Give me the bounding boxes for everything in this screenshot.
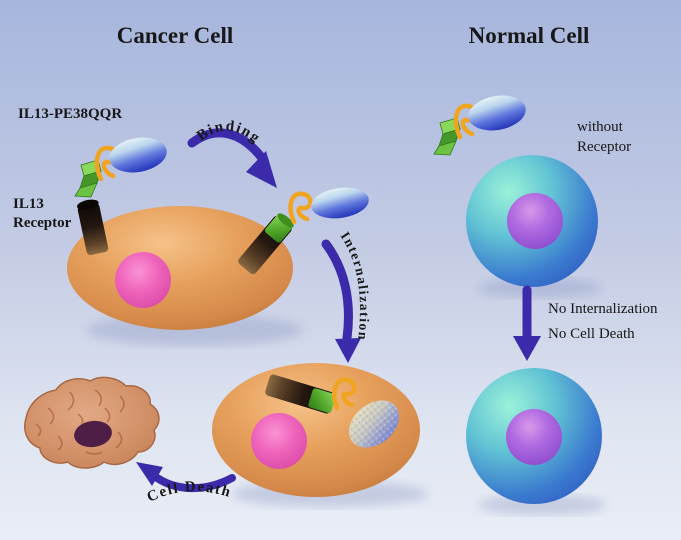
il13-receptor [77, 199, 109, 255]
cancer-cell-body [67, 206, 293, 330]
cell-death-arrow [136, 462, 236, 493]
without-receptor-label: without Receptor [577, 119, 631, 155]
cancer-cell2-nucleus [251, 413, 307, 469]
no-cell-death-label: No Cell Death [548, 326, 635, 342]
no-internalization-arrow [513, 285, 541, 361]
bound-toxin [288, 187, 369, 225]
svg-text:IL13: IL13 [13, 196, 44, 212]
dead-cell-nucleus [74, 420, 112, 448]
il13-receptor-bound [238, 213, 294, 275]
svg-text:Receptor: Receptor [577, 139, 631, 155]
binding-arrow [187, 128, 277, 188]
normal-cell-nucleus [507, 193, 563, 249]
internalized-receptor [265, 374, 336, 414]
cancer-cell-title: Cancer Cell [117, 23, 233, 48]
normal-cell-body [466, 155, 598, 287]
cancer-cell-nucleus [115, 252, 171, 308]
dead-cell [24, 376, 160, 469]
normal-cell2-nucleus [506, 409, 562, 465]
svg-text:Receptor: Receptor [13, 215, 72, 231]
normal-cell-shadow [478, 278, 602, 298]
normal-cell-title: Normal Cell [469, 23, 590, 48]
il13-pe38qqr-label: IL13-PE38QQR [18, 106, 122, 122]
internalized-toxin [332, 377, 400, 448]
svg-text:without: without [577, 119, 624, 135]
normal-cell2-body [466, 368, 602, 504]
no-internalization-label: No Internalization [548, 301, 658, 317]
normal-cell2-shadow [478, 495, 606, 515]
cancer-cell2-body [212, 363, 420, 497]
dead-cell-cracks [35, 389, 125, 455]
internalization-arrow [321, 239, 361, 363]
il13-receptor-label: IL13 Receptor [13, 196, 72, 231]
